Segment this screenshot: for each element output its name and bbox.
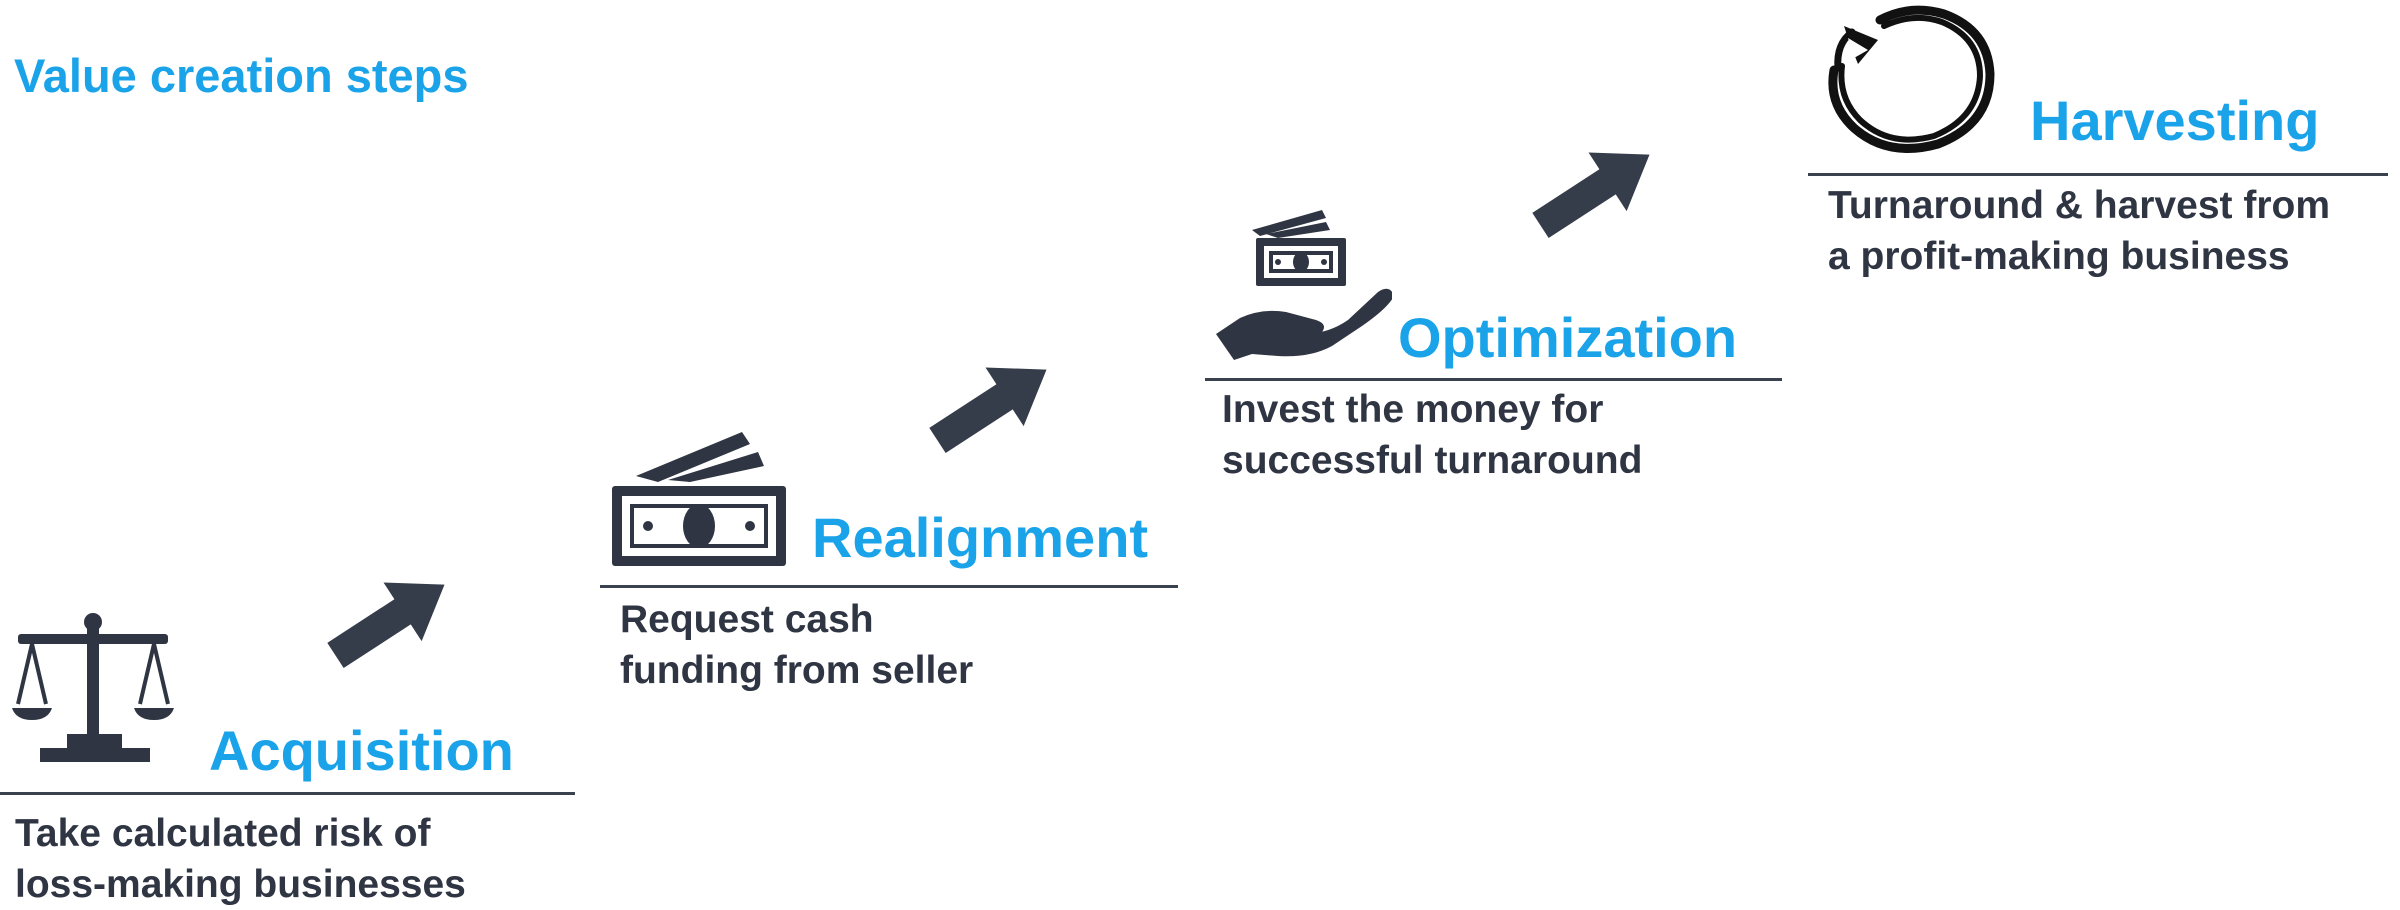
step-description-harvesting: Turnaround & harvest from a profit-makin… [1828,180,2330,282]
description-line: successful turnaround [1222,439,1643,482]
description-line: a profit-making business [1828,235,2290,278]
hand-cash-icon [1212,208,1392,368]
description-line: loss-making businesses [15,863,466,906]
description-line: Request cash [620,598,874,641]
arrow-right-icon [1525,135,1665,245]
step-description-optimization: Invest the money for successful turnarou… [1222,384,1642,486]
page-title: Value creation steps [14,49,469,102]
step-title-harvesting: Harvesting [2030,89,2320,152]
description-line: Take calculated risk of [15,812,431,855]
step-title-realignment: Realignment [812,506,1149,569]
step-divider [1808,173,2388,176]
step-description-realignment: Request cash funding from seller [620,594,973,696]
step-divider [1205,378,1782,381]
description-line: funding from seller [620,649,974,692]
step-divider [0,792,575,795]
step-title-optimization: Optimization [1398,306,1738,369]
step-title-acquisition: Acquisition [209,719,514,782]
cycle-icon [1818,4,1998,154]
cash-stack-icon [608,430,790,566]
scales-icon [12,612,177,772]
description-line: Invest the money for [1222,388,1604,431]
arrow-right-icon [320,565,460,675]
step-divider [600,585,1178,588]
arrow-right-icon [922,350,1062,460]
description-line: Turnaround & harvest from [1828,184,2330,227]
step-description-acquisition: Take calculated risk of loss-making busi… [15,808,466,910]
